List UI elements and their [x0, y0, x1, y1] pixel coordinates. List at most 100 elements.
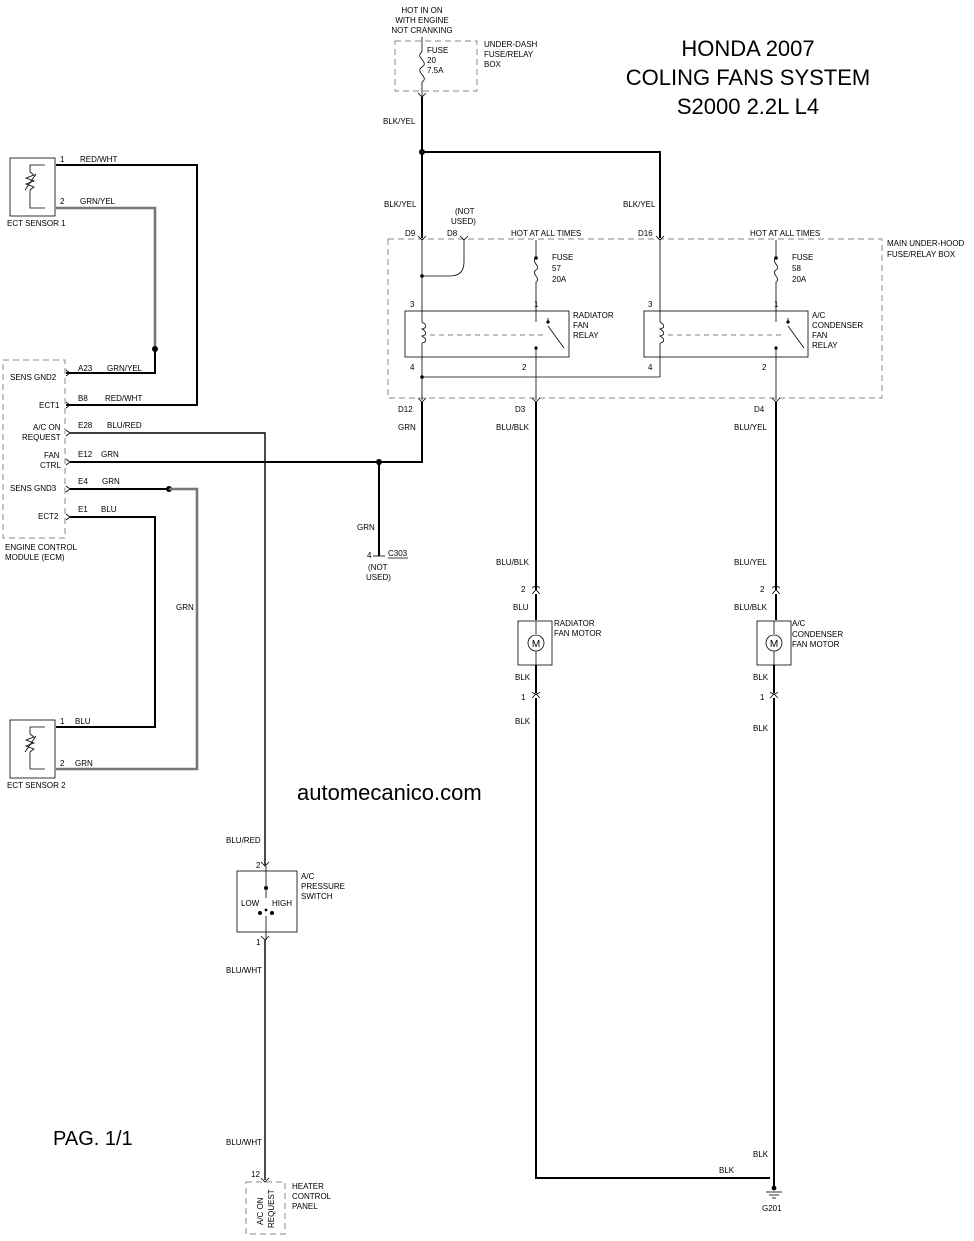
c303-pin: 4 — [367, 551, 372, 560]
wire-label-grn-c303: GRN — [357, 523, 375, 532]
ecm-fan-ctrl-2: CTRL — [40, 461, 61, 470]
wire-label-blk-cond-below: BLK — [753, 724, 769, 733]
pressure-switch-box — [236, 870, 298, 933]
wire-label-grn-e12: GRN — [101, 450, 119, 459]
wire-label-grn-vertical: GRN — [176, 603, 194, 612]
wire-grn-ect2 — [56, 487, 199, 771]
terminal-d9: D9 — [405, 229, 416, 238]
pressure-switch-pin-1: 1 — [256, 938, 261, 947]
ecm-pin-e1: E1 — [78, 505, 88, 514]
under-dash-box-outline — [394, 40, 478, 92]
pressure-switch-low: LOW — [241, 899, 260, 908]
ac-condenser-fan-relay: 3 1 A/C CONDENSER FAN RELAY 4 2 — [643, 300, 863, 372]
wire-grn-yel-sensor — [56, 206, 157, 348]
heater-panel-outline — [245, 1181, 286, 1235]
pressure-switch-pin-2: 2 — [256, 861, 261, 870]
wire-blu-ect2 — [56, 516, 156, 728]
ecm-name-1: ENGINE CONTROL — [5, 543, 78, 552]
ect-sensor-1-name: ECT SENSOR 1 — [7, 219, 66, 228]
title-make-year: HONDA 2007 — [681, 36, 814, 61]
radiator-fan-relay: 3 1 RADIATOR FAN RELAY 4 2 — [404, 300, 614, 372]
heater-panel-vertical-2: REQUEST — [267, 1189, 276, 1228]
wire-blk-rad-ground — [535, 698, 770, 1179]
diagram-title: HONDA 2007 COLING FANS SYSTEM S2000 2.2L… — [626, 36, 871, 119]
ac-condenser-fan-motor: M A/C CONDENSER FAN MOTOR — [756, 619, 843, 666]
rad-motor-symbol: M — [532, 639, 540, 650]
title-system: COLING FANS SYSTEM — [626, 65, 871, 90]
hot-in-on-label-1: HOT IN ON — [401, 6, 442, 15]
wire-label-blu-yel-d4: BLU/YEL — [734, 423, 767, 432]
hot-at-all-times-left: HOT AT ALL TIMES — [511, 229, 581, 238]
cond-relay-coil-icon — [658, 321, 665, 344]
wire-label-blu-blk-d3: BLU/BLK — [496, 423, 530, 432]
rad-motor-pin-1: 1 — [521, 693, 526, 702]
rad-relay-switch-icon — [547, 325, 565, 349]
ecm-name-2: MODULE (ECM) — [5, 553, 65, 562]
pressure-switch-high: HIGH — [272, 899, 292, 908]
cond-relay-pin-2: 2 — [762, 363, 767, 372]
rad-relay-name-1: RADIATOR — [573, 311, 614, 320]
rad-motor-name-2: FAN MOTOR — [554, 629, 602, 638]
wire-label-blu-wht-heater: BLU/WHT — [226, 1138, 262, 1147]
wire-label-blk-cond-motor: BLK — [753, 673, 769, 682]
ect-sensor-1-pin-2: 2 — [60, 197, 65, 206]
hot-in-on-label-2: WITH ENGINE — [395, 16, 448, 25]
rad-relay-pin-3: 3 — [410, 300, 415, 309]
fuse-57-number: 57 — [552, 264, 561, 273]
cond-motor-pin-1: 1 — [760, 693, 765, 702]
engine-control-module: SENS GND2 ECT1 A/C ON REQUEST FAN CTRL S… — [2, 359, 93, 562]
d8-not-used-1: (NOT — [455, 207, 475, 216]
rad-relay-coil-icon — [420, 321, 427, 344]
ect-sensor-2: ECT SENSOR 2 1 2 — [7, 717, 66, 790]
ecm-pin-b8: B8 — [78, 394, 88, 403]
wire-label-grn-yel-ecm: GRN/YEL — [107, 364, 143, 373]
ecm-fan-ctrl-1: FAN — [44, 451, 60, 460]
ect-sensor-1-box — [9, 157, 56, 217]
wire-label-blk-yel-top: BLK/YEL — [383, 117, 416, 126]
cond-relay-switch-icon — [787, 325, 805, 349]
wire-label-blk-ground-vertical: BLK — [753, 1150, 769, 1159]
terminal-d4: D4 — [754, 405, 765, 414]
ect-sensor-1-resistor-icon — [24, 171, 36, 191]
cond-relay-name-2: CONDENSER — [812, 321, 863, 330]
wire-label-blk-rad-motor: BLK — [515, 673, 531, 682]
cond-relay-box — [643, 310, 809, 358]
ect-sensor-2-name: ECT SENSOR 2 — [7, 781, 66, 790]
fuse-58-icon — [773, 257, 779, 283]
connector-c303: 4 C303 (NOT USED) — [366, 549, 408, 582]
c303-not-used-1: (NOT — [368, 563, 388, 572]
wire-label-blu-blk-rad-upper: BLU/BLK — [496, 558, 530, 567]
ecm-pin-a23: A23 — [78, 364, 93, 373]
ground-g201: G201 — [762, 1185, 782, 1213]
cond-relay-pin-3: 3 — [648, 300, 653, 309]
fuse-57-icon — [533, 257, 539, 283]
wire-label-blu-yel-cond-upper: BLU/YEL — [734, 558, 767, 567]
heater-panel-name-2: CONTROL — [292, 1192, 332, 1201]
d8-not-used-2: USED) — [451, 217, 476, 226]
pressure-switch-name-1: A/C — [301, 872, 315, 881]
wire-label-grn-sensor2: GRN — [75, 759, 93, 768]
wire-blk-yel-right — [422, 151, 661, 238]
main-box-name-1: MAIN UNDER-HOOD — [887, 239, 965, 248]
ecm-ect1: ECT1 — [39, 401, 60, 410]
hot-at-all-times-right: HOT AT ALL TIMES — [750, 229, 820, 238]
fuse-58-number: 58 — [792, 264, 801, 273]
cond-motor-name-3: FAN MOTOR — [792, 640, 840, 649]
cond-relay-pin-1: 1 — [774, 300, 779, 309]
under-dash-name-2: FUSE/RELAY — [484, 50, 534, 59]
radiator-fan-motor: M RADIATOR FAN MOTOR — [517, 619, 602, 666]
wire-red-wht-ect1 — [56, 164, 198, 406]
wire-label-blk-yel-left: BLK/YEL — [384, 200, 417, 209]
ect-sensor-1: ECT SENSOR 1 1 2 — [7, 155, 66, 228]
wire-label-grn-yel-sensor: GRN/YEL — [80, 197, 116, 206]
main-box-name-2: FUSE/RELAY BOX — [887, 250, 956, 259]
wire-label-blu-blk-cond-lower: BLU/BLK — [734, 603, 768, 612]
pressure-switch-name-3: SWITCH — [301, 892, 333, 901]
terminal-d16: D16 — [638, 229, 653, 238]
fuse-57-rating: 20A — [552, 275, 567, 284]
rad-relay-pin-2: 2 — [522, 363, 527, 372]
wire-label-blu-red-ecm: BLU/RED — [107, 421, 142, 430]
ecm-ac-on-1: A/C ON — [33, 423, 61, 432]
fuse-57-label: FUSE — [552, 253, 573, 262]
